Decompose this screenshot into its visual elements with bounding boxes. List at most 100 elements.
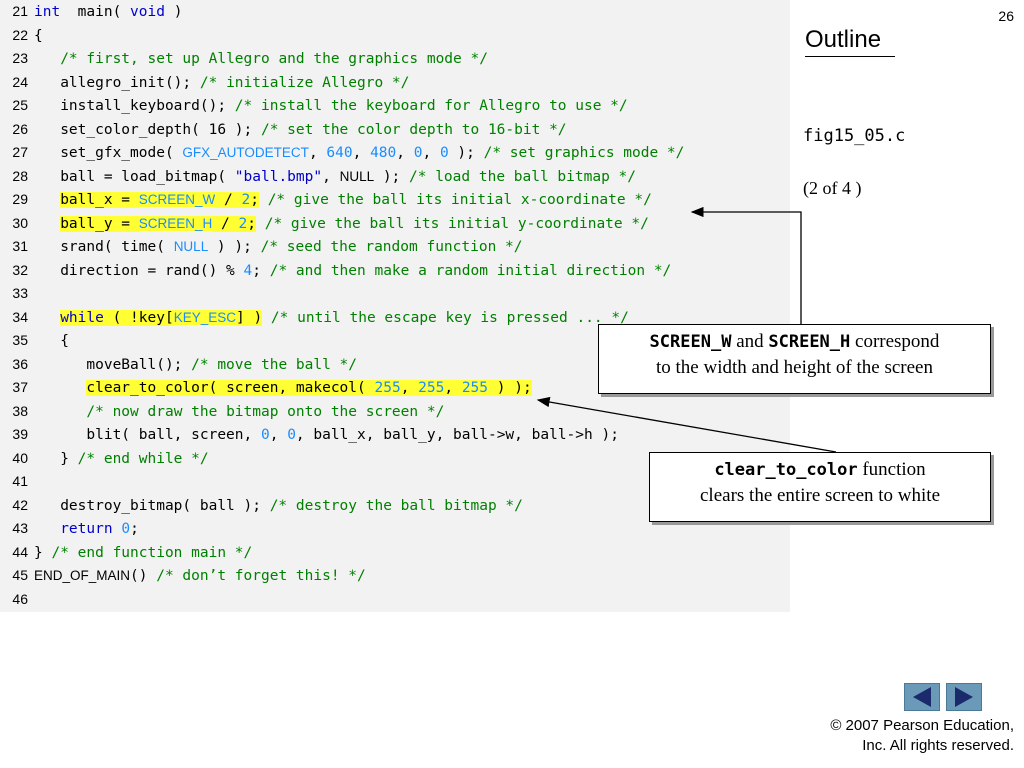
code-line: 33	[0, 282, 34, 306]
code-token: , ball_x, ball_y, ball->w, ball->h );	[295, 427, 619, 443]
code-line: 25 install_keyboard(); /* install the ke…	[0, 94, 627, 118]
code-token: "ball.bmp"	[234, 168, 323, 185]
code-token: clear_to_color( screen, makecol(	[86, 380, 375, 396]
code-line: 39 blit( ball, screen, 0, 0, ball_x, bal…	[0, 423, 619, 447]
code-token: 2	[241, 192, 251, 208]
code-text: int main( void )	[34, 1, 182, 25]
line-number: 46	[12, 590, 28, 607]
code-token: /* set the color depth to 16-bit */	[260, 121, 567, 138]
code-text: set_gfx_mode( GFX_AUTODETECT, 640, 480, …	[34, 141, 684, 166]
code-token: ;	[250, 192, 259, 208]
code-token: ball_y =	[60, 215, 139, 232]
code-line: 38 /* now draw the bitmap onto the scree…	[0, 400, 444, 424]
code-line: 37 clear_to_color( screen, makecol( 255,…	[0, 376, 532, 400]
previous-slide-button[interactable]	[904, 683, 940, 711]
callout-correspond: correspond	[850, 331, 940, 352]
code-token: /	[215, 192, 242, 208]
line-number: 34	[12, 308, 28, 325]
code-token: /* load the ball bitmap */	[409, 168, 636, 185]
code-token: ] )	[235, 309, 263, 326]
code-text: /* first, set up Allegro and the graphic…	[34, 48, 488, 72]
code-line: 44 } /* end function main */	[0, 541, 252, 565]
line-number: 37	[12, 379, 28, 395]
code-token: 4	[243, 262, 253, 279]
code-line: 31 srand( time( NULL ) ); /* seed the ra…	[0, 235, 522, 259]
code-line: 23 /* first, set up Allegro and the grap…	[0, 47, 488, 71]
code-token: /* give the ball its initial x-coordinat…	[267, 192, 652, 208]
code-token: KEY_ESC	[173, 309, 236, 325]
line-number: 33	[12, 285, 28, 301]
callout-term-clear-to-color: clear_to_color	[714, 460, 858, 480]
callout-clear-line2: clears the entire screen to white	[699, 485, 941, 506]
code-token: allegro_init();	[34, 74, 200, 91]
code-token: 255	[461, 380, 489, 396]
line-number: 32	[12, 261, 28, 278]
code-token: );	[448, 145, 484, 161]
code-token: void	[130, 4, 165, 20]
line-number: 23	[12, 50, 28, 66]
line-number: 25	[12, 97, 28, 113]
line-number: 38	[12, 402, 28, 419]
code-token: GFX_AUTODETECT	[182, 145, 309, 160]
code-line: 27 set_gfx_mode( GFX_AUTODETECT, 640, 48…	[0, 141, 684, 165]
code-token: 255	[374, 380, 401, 396]
code-token: set_color_depth( 16 );	[34, 121, 261, 138]
line-number: 22	[12, 26, 28, 43]
code-line: 46	[0, 588, 34, 612]
next-slide-icon	[955, 687, 973, 707]
line-number: 30	[12, 214, 28, 231]
code-line: 36 moveBall(); /* move the ball */	[0, 353, 357, 377]
code-line: 41	[0, 470, 34, 494]
code-token: 640	[326, 145, 353, 161]
code-text: } /* end function main */	[34, 542, 252, 566]
code-text: return 0;	[34, 518, 139, 542]
code-token: ,	[400, 380, 419, 396]
code-token: main(	[60, 4, 131, 20]
code-token: NULL	[173, 239, 209, 254]
code-text: while ( !key[KEY_ESC] ) /* until the esc…	[34, 306, 629, 331]
code-token: 0	[439, 145, 449, 161]
line-number: 39	[12, 426, 28, 442]
code-token: ,	[352, 145, 371, 161]
callout-and: and	[731, 331, 769, 352]
code-text: /* now draw the bitmap onto the screen *…	[34, 401, 444, 425]
outline-title: Outline	[805, 26, 895, 57]
code-text: {	[34, 330, 69, 354]
code-token: 255	[418, 380, 445, 396]
next-slide-button[interactable]	[946, 683, 982, 711]
code-token: int	[34, 4, 61, 20]
code-token: 0	[260, 427, 270, 443]
code-text: ball_y = SCREEN_H / 2; /* give the ball …	[34, 212, 649, 237]
line-number: 24	[12, 73, 28, 90]
code-token: NULL	[339, 168, 375, 184]
line-number: 43	[12, 520, 28, 536]
code-token: ,	[322, 168, 340, 185]
copyright-line2: Inc. All rights reserved.	[862, 737, 1014, 754]
callout-clear-line1: clear_to_color function	[650, 457, 990, 483]
code-line: 42 destroy_bitmap( ball ); /* destroy th…	[0, 494, 522, 518]
code-line: 24 allegro_init(); /* initialize Allegro…	[0, 71, 409, 95]
code-token: ball = load_bitmap(	[34, 168, 235, 185]
code-token: /* don’t forget this! */	[156, 568, 366, 584]
code-token: ( !key[	[103, 309, 174, 326]
code-text: ball = load_bitmap( "ball.bmp", NULL ); …	[34, 165, 636, 190]
line-number: 42	[12, 496, 28, 513]
code-token: blit( ball, screen,	[34, 427, 261, 443]
code-token: 0	[413, 145, 423, 161]
code-token: SCREEN_H	[138, 215, 213, 231]
line-number: 45	[12, 567, 28, 583]
code-token: {	[34, 27, 43, 44]
code-token: }	[34, 450, 78, 467]
code-token: /* until the escape key is pressed ... *…	[270, 309, 629, 326]
code-token: ;	[247, 215, 256, 232]
code-text: clear_to_color( screen, makecol( 255, 25…	[34, 377, 532, 401]
callout-screen-line2: to the width and height of the screen	[655, 357, 933, 378]
code-token: ,	[308, 145, 327, 161]
code-token: }	[34, 544, 52, 561]
code-token: ;	[130, 521, 139, 537]
line-number: 35	[12, 332, 28, 348]
code-text: END_OF_MAIN() /* don’t forget this! */	[34, 564, 366, 589]
line-number: 44	[12, 543, 28, 560]
code-token: /* now draw the bitmap onto the screen *…	[86, 403, 445, 420]
